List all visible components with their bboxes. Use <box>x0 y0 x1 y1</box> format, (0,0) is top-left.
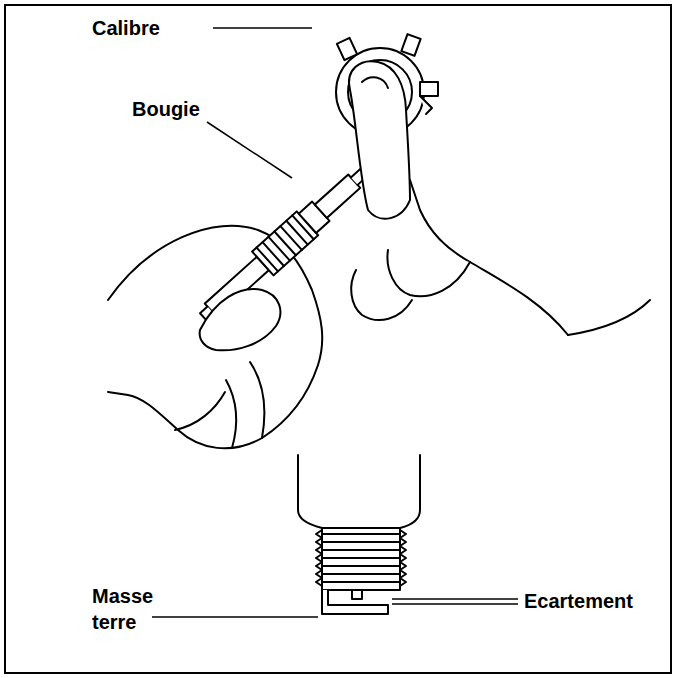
label-text: Masse terre <box>92 583 150 635</box>
label-text: Ecartement <box>524 588 664 614</box>
label-text: Bougie <box>132 96 232 122</box>
label-text: Calibre <box>92 15 202 41</box>
